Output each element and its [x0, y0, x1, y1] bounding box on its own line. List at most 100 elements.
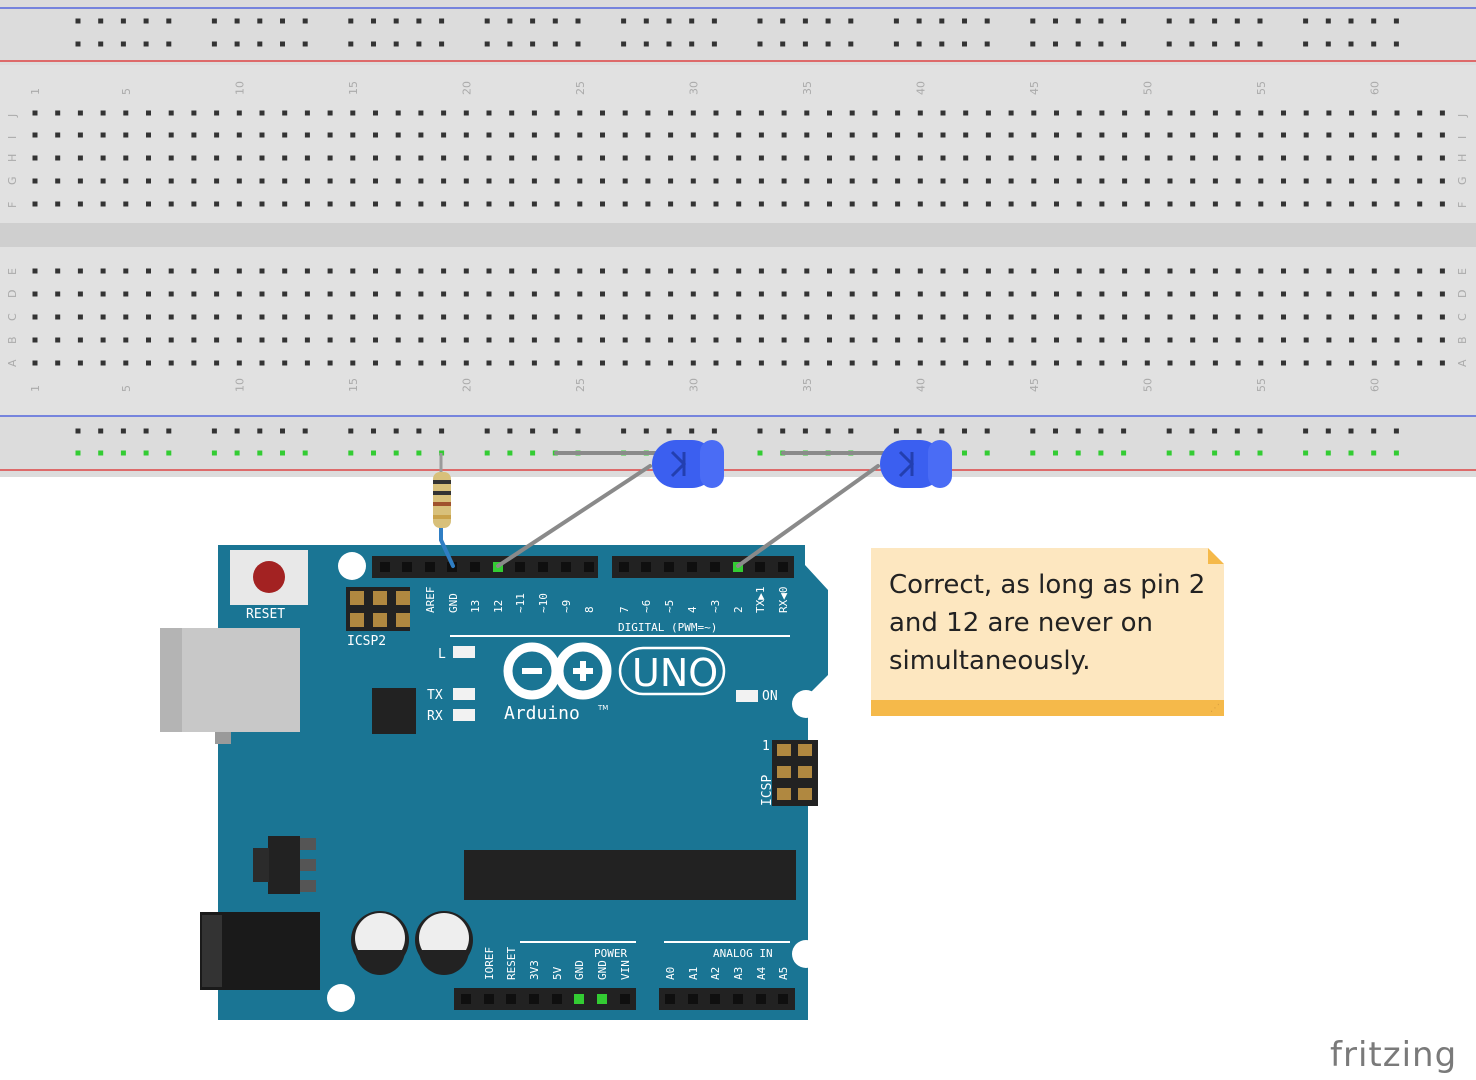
breadboard-hole[interactable]: [441, 132, 447, 138]
breadboard-hole[interactable]: [963, 110, 969, 116]
breadboard-hole[interactable]: [509, 132, 515, 138]
breadboard-hole[interactable]: [441, 178, 447, 184]
breadboard-hole[interactable]: [1008, 337, 1014, 343]
breadboard-hole[interactable]: [395, 132, 401, 138]
rail-hole[interactable]: [1303, 18, 1309, 24]
breadboard-hole[interactable]: [985, 314, 991, 320]
rail-hole[interactable]: [984, 450, 990, 456]
breadboard-hole[interactable]: [1281, 132, 1286, 138]
breadboard-hole[interactable]: [123, 268, 129, 274]
breadboard-hole[interactable]: [350, 314, 356, 320]
breadboard-hole[interactable]: [463, 132, 469, 138]
breadboard-hole[interactable]: [985, 268, 991, 274]
breadboard-hole[interactable]: [985, 132, 991, 138]
breadboard-hole[interactable]: [1144, 178, 1150, 184]
breadboard-hole[interactable]: [1054, 291, 1059, 297]
breadboard-hole[interactable]: [849, 110, 855, 116]
breadboard-hole[interactable]: [917, 291, 923, 297]
breadboard-hole[interactable]: [895, 110, 901, 116]
breadboard-hole[interactable]: [645, 337, 651, 343]
header-pin-hole[interactable]: [733, 994, 743, 1004]
breadboard-hole[interactable]: [985, 178, 991, 184]
breadboard-hole[interactable]: [736, 132, 742, 138]
breadboard-hole[interactable]: [1258, 291, 1264, 297]
breadboard-hole[interactable]: [849, 201, 855, 207]
breadboard-hole[interactable]: [373, 178, 378, 184]
breadboard-hole[interactable]: [668, 110, 674, 116]
breadboard-hole[interactable]: [531, 201, 537, 207]
breadboard-hole[interactable]: [827, 110, 832, 116]
breadboard-hole[interactable]: [940, 268, 946, 274]
rail-hole[interactable]: [166, 450, 172, 456]
breadboard-hole[interactable]: [872, 155, 878, 161]
rail-hole[interactable]: [1075, 18, 1081, 24]
breadboard-hole[interactable]: [940, 132, 946, 138]
breadboard-hole[interactable]: [940, 178, 946, 184]
breadboard-hole[interactable]: [1349, 155, 1355, 161]
breadboard-hole[interactable]: [509, 337, 515, 343]
breadboard-hole[interactable]: [1281, 268, 1286, 274]
breadboard-hole[interactable]: [146, 201, 151, 207]
breadboard-hole[interactable]: [758, 291, 764, 297]
breadboard-hole[interactable]: [32, 201, 38, 207]
breadboard-hole[interactable]: [668, 132, 674, 138]
breadboard-hole[interactable]: [418, 291, 424, 297]
rail-hole[interactable]: [1189, 428, 1195, 434]
rail-hole[interactable]: [575, 41, 581, 47]
breadboard-hole[interactable]: [1212, 155, 1218, 161]
header-pin-hole[interactable]: [574, 994, 584, 1004]
breadboard-hole[interactable]: [350, 337, 356, 343]
rail-hole[interactable]: [1053, 18, 1058, 24]
breadboard-hole[interactable]: [849, 337, 855, 343]
breadboard-hole[interactable]: [509, 291, 515, 297]
breadboard-hole[interactable]: [600, 291, 605, 297]
breadboard-hole[interactable]: [849, 178, 855, 184]
rail-hole[interactable]: [143, 41, 149, 47]
breadboard-hole[interactable]: [100, 360, 106, 366]
rail-hole[interactable]: [1098, 450, 1104, 456]
breadboard-hole[interactable]: [486, 155, 492, 161]
breadboard-hole[interactable]: [55, 110, 61, 116]
breadboard-hole[interactable]: [418, 155, 424, 161]
breadboard-hole[interactable]: [1349, 337, 1355, 343]
breadboard-hole[interactable]: [350, 110, 356, 116]
rail-hole[interactable]: [1348, 450, 1354, 456]
breadboard-hole[interactable]: [1281, 360, 1286, 366]
rail-hole[interactable]: [1303, 41, 1309, 47]
rail-hole[interactable]: [802, 428, 808, 434]
breadboard-hole[interactable]: [1371, 110, 1377, 116]
breadboard-hole[interactable]: [1258, 110, 1264, 116]
breadboard-hole[interactable]: [1235, 291, 1241, 297]
rail-hole[interactable]: [621, 41, 627, 47]
breadboard-hole[interactable]: [259, 268, 265, 274]
breadboard-hole[interactable]: [191, 132, 197, 138]
header-pin-hole[interactable]: [552, 994, 562, 1004]
rail-hole[interactable]: [371, 428, 376, 434]
breadboard-hole[interactable]: [1144, 360, 1150, 366]
breadboard-hole[interactable]: [395, 155, 401, 161]
breadboard-hole[interactable]: [827, 314, 832, 320]
rail-hole[interactable]: [825, 428, 831, 434]
breadboard-hole[interactable]: [1235, 110, 1241, 116]
breadboard-hole[interactable]: [1031, 337, 1037, 343]
breadboard-hole[interactable]: [395, 110, 401, 116]
breadboard-hole[interactable]: [100, 337, 106, 343]
breadboard-hole[interactable]: [168, 268, 174, 274]
breadboard-hole[interactable]: [1303, 268, 1309, 274]
breadboard-hole[interactable]: [418, 110, 424, 116]
breadboard-hole[interactable]: [441, 110, 447, 116]
breadboard-hole[interactable]: [55, 178, 61, 184]
header-pin-hole[interactable]: [597, 994, 607, 1004]
breadboard-hole[interactable]: [917, 360, 923, 366]
breadboard-hole[interactable]: [509, 110, 515, 116]
breadboard-hole[interactable]: [985, 337, 991, 343]
breadboard-hole[interactable]: [1439, 110, 1445, 116]
breadboard-hole[interactable]: [690, 314, 696, 320]
breadboard-hole[interactable]: [827, 132, 832, 138]
breadboard-hole[interactable]: [1122, 268, 1128, 274]
breadboard-hole[interactable]: [1371, 155, 1377, 161]
breadboard-hole[interactable]: [1326, 178, 1332, 184]
breadboard-hole[interactable]: [191, 201, 197, 207]
breadboard-hole[interactable]: [55, 132, 61, 138]
breadboard-hole[interactable]: [758, 201, 764, 207]
